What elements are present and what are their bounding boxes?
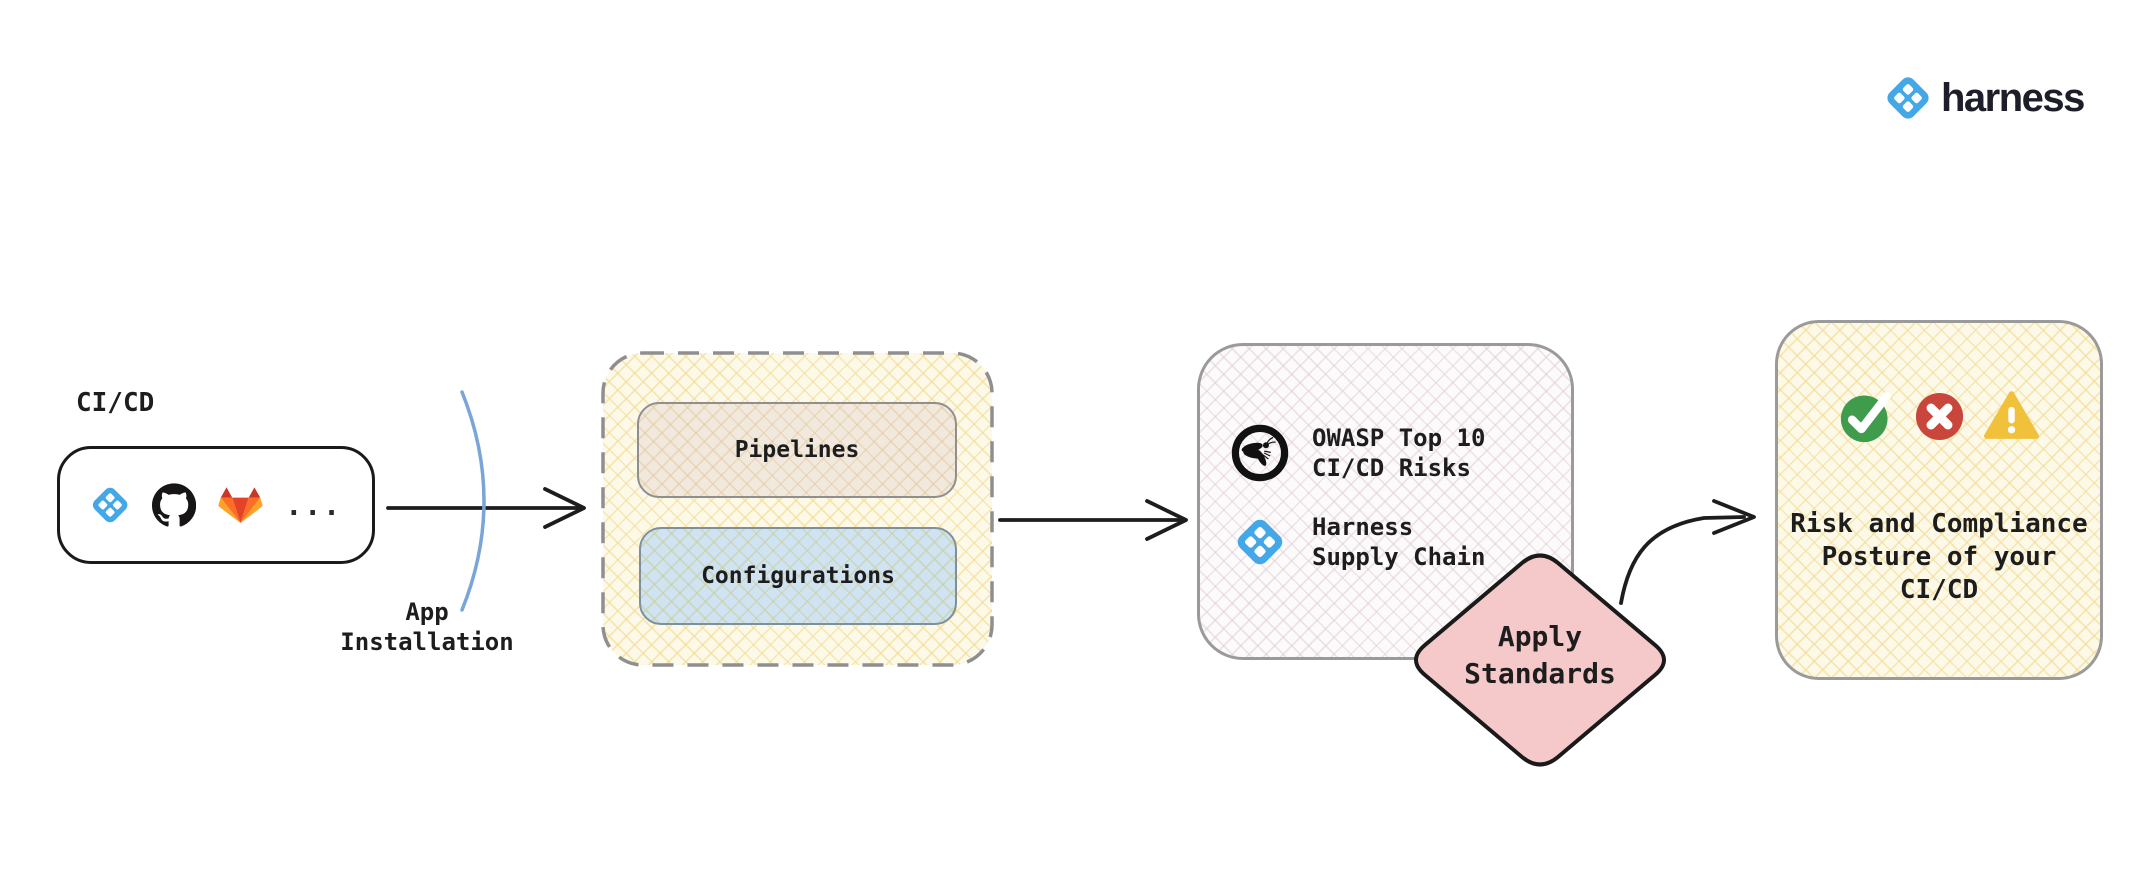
status-icons-row [1778, 387, 2100, 445]
owasp-label: OWASP Top 10 CI/CD Risks [1312, 424, 1486, 482]
harness-supply-chain-label: Harness Supply Chain [1312, 513, 1486, 571]
apply-standards-label: Apply Standards [1464, 620, 1616, 690]
installation-arc [460, 390, 486, 612]
outcome-label: Risk and Compliance Posture of your CI/C… [1790, 509, 2088, 605]
arrowhead-cicd-to-group [543, 487, 586, 529]
cicd-label: CI/CD [76, 388, 155, 418]
pipelines-label: Pipelines [734, 437, 860, 463]
brand-logo: harness [1884, 74, 2085, 122]
cicd-sources-node: ... [57, 446, 375, 564]
brand-name: harness [1941, 75, 2085, 120]
app-installation-label: App Installation [340, 598, 514, 656]
cross-icon [1915, 392, 1964, 441]
configurations-node: Configurations [639, 527, 957, 625]
standards-item-harness: Harness Supply Chain [1228, 512, 1485, 572]
arrow-apply-to-outcome [1619, 515, 1746, 605]
standards-item-owasp: OWASP Top 10 CI/CD Risks [1228, 423, 1485, 483]
standards-node: OWASP Top 10 CI/CD Risks Harness Supply … [1197, 343, 1574, 660]
arrowhead-group-to-standards [1145, 499, 1188, 541]
arrowhead-apply-to-outcome [1712, 499, 1756, 535]
owasp-icon [1228, 423, 1292, 483]
gitlab-icon [218, 481, 263, 529]
github-icon [152, 477, 196, 534]
harness-icon [1228, 516, 1292, 568]
harness-icon [1884, 74, 1932, 122]
configurations-label: Configurations [701, 563, 895, 589]
harness-icon [90, 479, 130, 531]
outcome-node: Risk and Compliance Posture of your CI/C… [1775, 320, 2103, 680]
warning-icon [1984, 391, 2039, 441]
pipelines-node: Pipelines [637, 402, 957, 498]
check-icon [1839, 388, 1895, 444]
ellipsis-label: ... [285, 488, 342, 522]
